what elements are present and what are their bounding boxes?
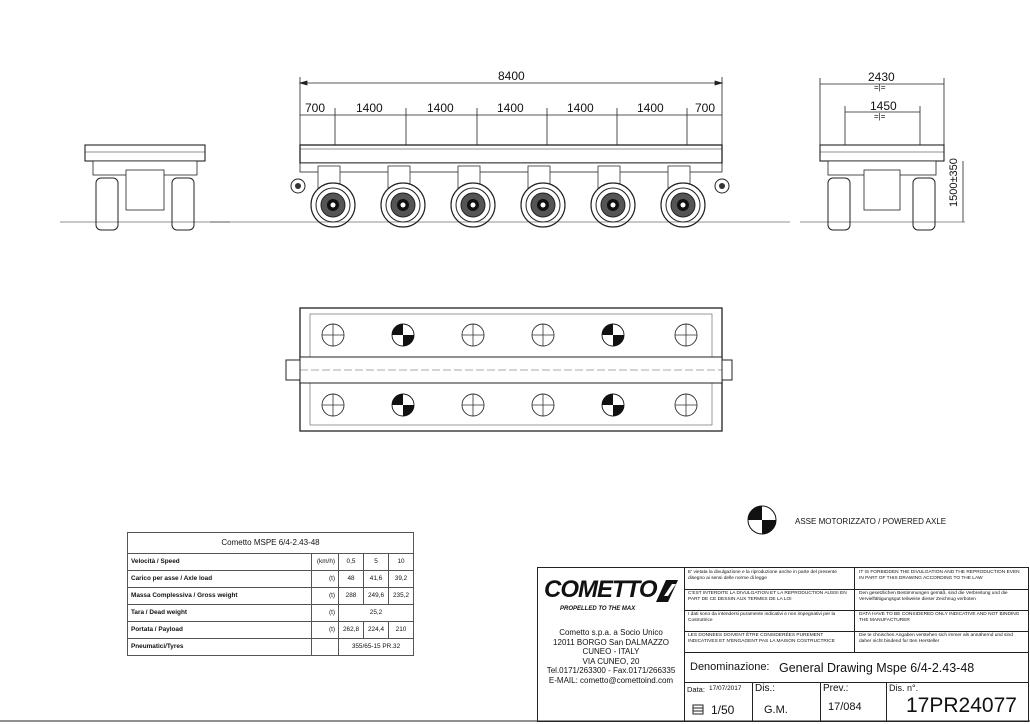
- spec-title: Cometto MSPE 6/4-2.43-48: [127, 532, 414, 554]
- notice-row: C'EST INTERDITE LA DIVULGATION ET LA REP…: [684, 589, 1028, 611]
- denomination-label: Denominazione:: [690, 661, 770, 673]
- dim-segment: 1400: [567, 101, 594, 115]
- designer-value: G.M.: [764, 704, 788, 716]
- dim-overall-length: 8400: [498, 69, 525, 83]
- dim-inner-width: 1450: [870, 99, 897, 113]
- drawing-number-label: Dis. n°.: [889, 683, 919, 693]
- spec-table: Cometto MSPE 6/4-2.43-48 Velocità / Spee…: [127, 532, 414, 656]
- notice-row: LES DONNEES DOIVENT ÊTRE CONSIDERÉES PUR…: [684, 631, 1028, 653]
- dim-segment: 700: [695, 101, 716, 115]
- notice-row: I dati sono da intendersi puramente indi…: [684, 610, 1028, 632]
- drawing-number-value: 17PR24077: [906, 694, 1017, 717]
- legend-label: ASSE MOTORIZZATO / POWERED AXLE: [795, 517, 947, 526]
- table-row: Massa Complessiva / Gross weight (t) 288…: [127, 587, 414, 605]
- drawing-number-cell: Dis. n°. 17PR24077: [886, 682, 1028, 721]
- dim-inner-sym: =|=: [874, 112, 886, 121]
- company-logo: COMETTO: [544, 576, 658, 603]
- company-logo-area: COMETTO PROPELLED TO THE MAX Cometto s.p…: [538, 568, 685, 721]
- designer-label: Dis.:: [755, 683, 775, 694]
- drawing-info-row: Data: 17/07/2017 1/50 Dis.: G.M. Prev.: …: [684, 682, 1028, 721]
- dim-segment: 700: [305, 101, 326, 115]
- table-row: Carico per asse / Axle load (t) 48 41,6 …: [127, 570, 414, 588]
- dim-overall-width: 2430: [868, 70, 895, 84]
- logo-mark-icon: [656, 580, 678, 602]
- scale-icon: [692, 704, 704, 715]
- quote-label: Prev.:: [823, 683, 849, 694]
- dim-segment: 1400: [356, 101, 383, 115]
- dim-segment: 1400: [637, 101, 664, 115]
- scale-value: 1/50: [711, 703, 735, 717]
- end-view-right: [800, 78, 965, 231]
- dim-height: 1500±350: [948, 158, 960, 207]
- date-value: 17/07/2017: [709, 685, 742, 692]
- dim-segment: 1400: [427, 101, 454, 115]
- denomination-value: General Drawing Mspe 6/4-2.43-48: [779, 661, 975, 675]
- date-label: Data:: [687, 685, 705, 694]
- notice-row: E' vietata la divulgazione e la riproduz…: [684, 568, 1028, 590]
- quote-cell: Prev.: 17/084: [820, 682, 887, 721]
- side-view: [210, 144, 790, 228]
- date-cell: Data: 17/07/2017 1/50: [684, 682, 753, 721]
- quote-value: 17/084: [828, 701, 862, 713]
- designer-cell: Dis.: G.M.: [752, 682, 821, 721]
- end-view-left: [60, 144, 230, 231]
- table-row: Pneumatici/Tyres 355/65-15 PR.32: [127, 638, 414, 656]
- length-dimension: [298, 77, 724, 150]
- title-block: COMETTO PROPELLED TO THE MAX Cometto s.p…: [537, 567, 1029, 722]
- powered-axle-icon: [747, 505, 777, 535]
- denomination-row: Denominazione: General Drawing Mspe 6/4-…: [684, 652, 1028, 683]
- dim-width-sym: =|=: [874, 83, 886, 92]
- logo-tagline: PROPELLED TO THE MAX: [560, 606, 636, 612]
- plan-view: [285, 307, 733, 432]
- table-row: Velocità / Speed (km/h) 0,5 5 10: [127, 553, 414, 571]
- table-row: Tara / Dead weight (t) 25,2: [127, 604, 414, 622]
- table-row: Portata / Payload (t) 262,8 224,4 210: [127, 621, 414, 639]
- company-address: Cometto s.p.a. a Socio Unico 12011 BORGO…: [546, 628, 676, 685]
- dim-segment: 1400: [497, 101, 524, 115]
